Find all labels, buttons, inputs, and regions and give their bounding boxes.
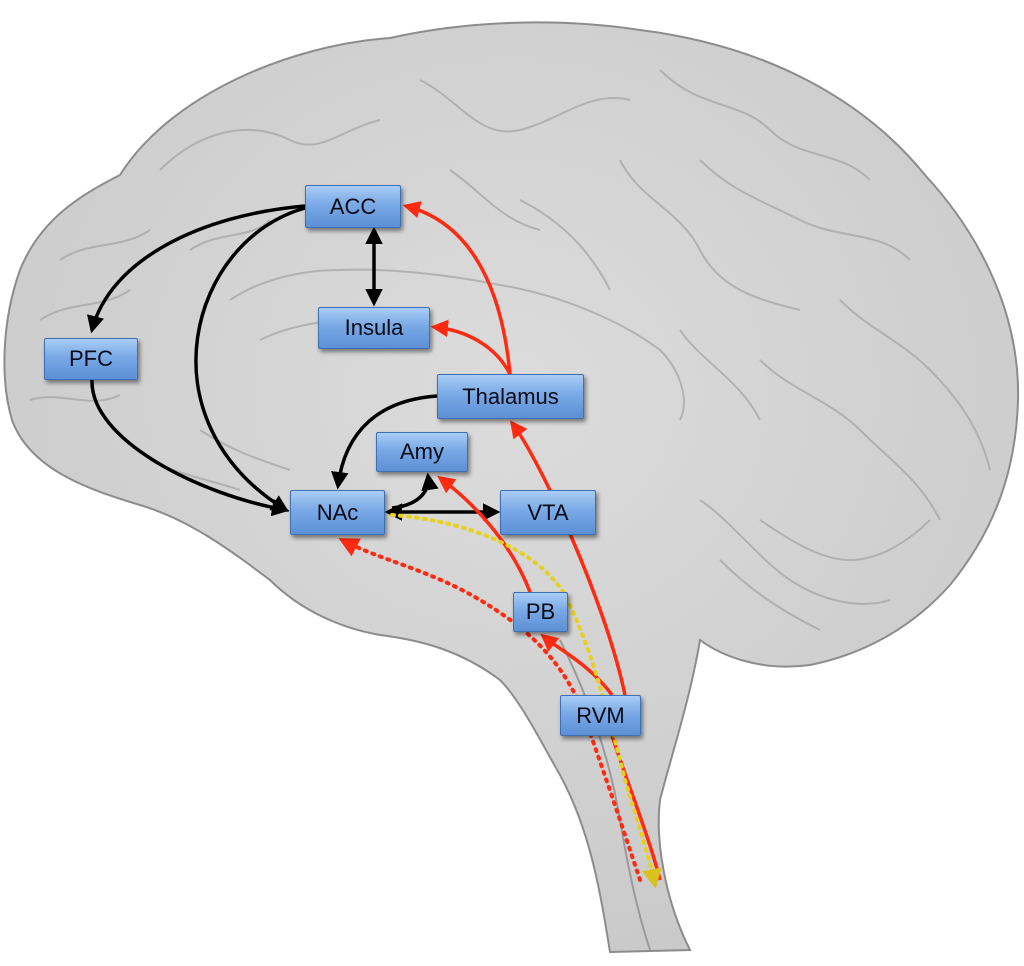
pathway-yellow-dotted-from-nac xyxy=(390,513,662,889)
region-rvm: RVM xyxy=(560,695,641,736)
pathway-rvm-to-pb xyxy=(540,633,614,697)
brain-outline xyxy=(3,21,1020,954)
pathway-rvm-to-thalamus xyxy=(509,420,627,696)
pathway-thalamus-to-nac xyxy=(331,394,438,490)
pathway-acc-to-pfc xyxy=(87,204,306,334)
pathway-pfc-to-nac xyxy=(90,379,290,517)
region-vta: VTA xyxy=(500,490,596,535)
pathway-pb-to-amy xyxy=(437,475,532,593)
region-pb: PB xyxy=(513,592,568,632)
pathway-red-dotted-to-nac xyxy=(338,538,642,882)
pathway-thalamus-to-insula xyxy=(430,319,512,375)
black-pathways xyxy=(87,204,501,521)
pathway-nac-to-amy xyxy=(391,472,439,510)
region-thalamus: Thalamus xyxy=(437,374,584,419)
dotted-pathways xyxy=(338,513,662,889)
pathway-rvm-descending xyxy=(610,735,662,881)
red-pathways xyxy=(402,201,662,881)
pathway-acc-to-nac xyxy=(194,206,306,512)
region-acc: ACC xyxy=(305,185,401,228)
region-nac: NAc xyxy=(290,490,385,535)
region-pfc: PFC xyxy=(44,338,138,380)
region-amy: Amy xyxy=(376,432,468,472)
region-insula: Insula xyxy=(318,307,430,349)
pathway-thalamus-to-acc xyxy=(402,201,512,375)
